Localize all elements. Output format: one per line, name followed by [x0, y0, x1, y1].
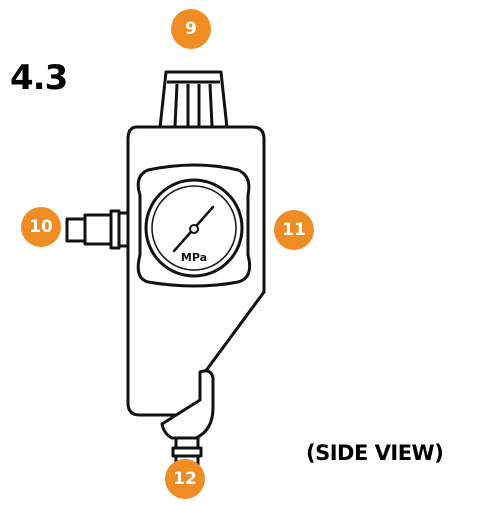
callout-badge-9: 9: [171, 9, 211, 49]
callout-number-9: 9: [185, 19, 197, 39]
side-view-caption: (SIDE VIEW): [306, 441, 444, 465]
callout-badge-12: 12: [165, 459, 205, 499]
callout-badge-11: 11: [274, 210, 314, 250]
gauge-pivot: [189, 224, 199, 234]
callout-number-11: 11: [282, 220, 306, 240]
callout-number-12: 12: [173, 469, 197, 489]
inlet-coupler: [65, 209, 130, 250]
drain-bowl: [160, 369, 215, 440]
section-number-title: 4.3: [10, 58, 68, 98]
gauge-unit-label: MPa: [181, 251, 207, 264]
pressure-gauge: MPa: [136, 163, 252, 288]
callout-badge-10: 10: [21, 207, 61, 247]
adjustment-knob: [158, 70, 229, 130]
callout-number-10: 10: [29, 217, 53, 237]
